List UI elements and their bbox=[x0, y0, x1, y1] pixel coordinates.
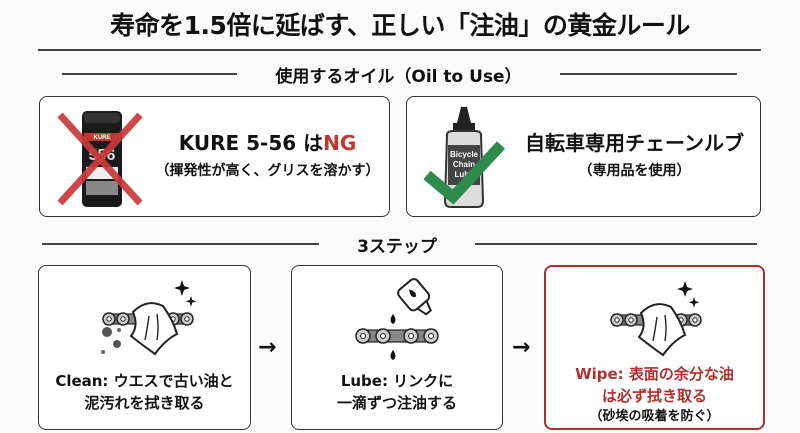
ng-oil-card: KURE 556 KURE 5-56 はNG （揮発性が高く、グリスを溶かす） bbox=[39, 96, 390, 217]
page-title: 寿命を1.5倍に延ばす、正しい「注油」の黄金ルール bbox=[110, 11, 690, 40]
ng-verdict: NG bbox=[323, 131, 357, 155]
oil-section-header: 使用するオイル（Oil to Use） bbox=[38, 62, 761, 87]
svg-text:KURE: KURE bbox=[93, 135, 110, 141]
arrow-right-icon: → bbox=[258, 335, 277, 360]
divider-line bbox=[559, 73, 737, 75]
svg-text:Chain: Chain bbox=[453, 160, 475, 169]
divider-line bbox=[62, 73, 238, 75]
ng-product-name: KURE 5-56 はNG bbox=[178, 131, 357, 155]
spray-can-crossed-icon: KURE 556 bbox=[50, 105, 150, 209]
step-lube-card: Lube: リンクに 一滴ずつ注油する bbox=[291, 265, 503, 430]
oil-section-title: 使用するオイル（Oil to Use） bbox=[275, 66, 522, 87]
svg-text:Lube: Lube bbox=[454, 170, 474, 179]
recommended-product-name: 自転車専用チェーンルブ bbox=[525, 131, 744, 155]
step-wipe-caption: Wipe: 表面の余分な油 は必ず拭き取る （砂埃の吸着を防ぐ） bbox=[546, 363, 763, 427]
oil-drop-chain-icon bbox=[292, 274, 502, 370]
lube-bottle-check-icon: Bicycle Chain Lube bbox=[417, 105, 517, 209]
recommended-note: （専用品を使用） bbox=[578, 163, 691, 179]
steps-section-title: 3ステップ bbox=[357, 236, 437, 257]
step-wipe-note: （砂埃の吸着を防ぐ） bbox=[589, 409, 720, 424]
step-clean-card: Clean: ウエスで古い油と 泥汚れを拭き取る bbox=[38, 265, 251, 430]
steps-section-header: 3ステップ bbox=[38, 232, 761, 257]
cloth-wiping-chain-icon bbox=[546, 275, 763, 371]
divider-line bbox=[474, 243, 757, 245]
recommended-oil-card: Bicycle Chain Lube 自転車専用チェーンルブ （専用品を使用） bbox=[406, 96, 761, 217]
step-wipe-card: Wipe: 表面の余分な油 は必ず拭き取る （砂埃の吸着を防ぐ） bbox=[544, 265, 765, 430]
step-clean-caption: Clean: ウエスで古い油と 泥汚れを拭き取る bbox=[55, 372, 234, 412]
svg-text:Bicycle: Bicycle bbox=[450, 150, 479, 159]
ng-reason: （揮発性が高く、グリスを溶かす） bbox=[155, 163, 380, 179]
divider-line bbox=[42, 243, 320, 245]
title-divider bbox=[38, 49, 761, 51]
arrow-right-icon: → bbox=[512, 335, 531, 360]
step-lube-caption: Lube: リンクに 一滴ずつ注油する bbox=[336, 372, 457, 412]
cloth-wiping-chain-icon bbox=[39, 274, 250, 370]
